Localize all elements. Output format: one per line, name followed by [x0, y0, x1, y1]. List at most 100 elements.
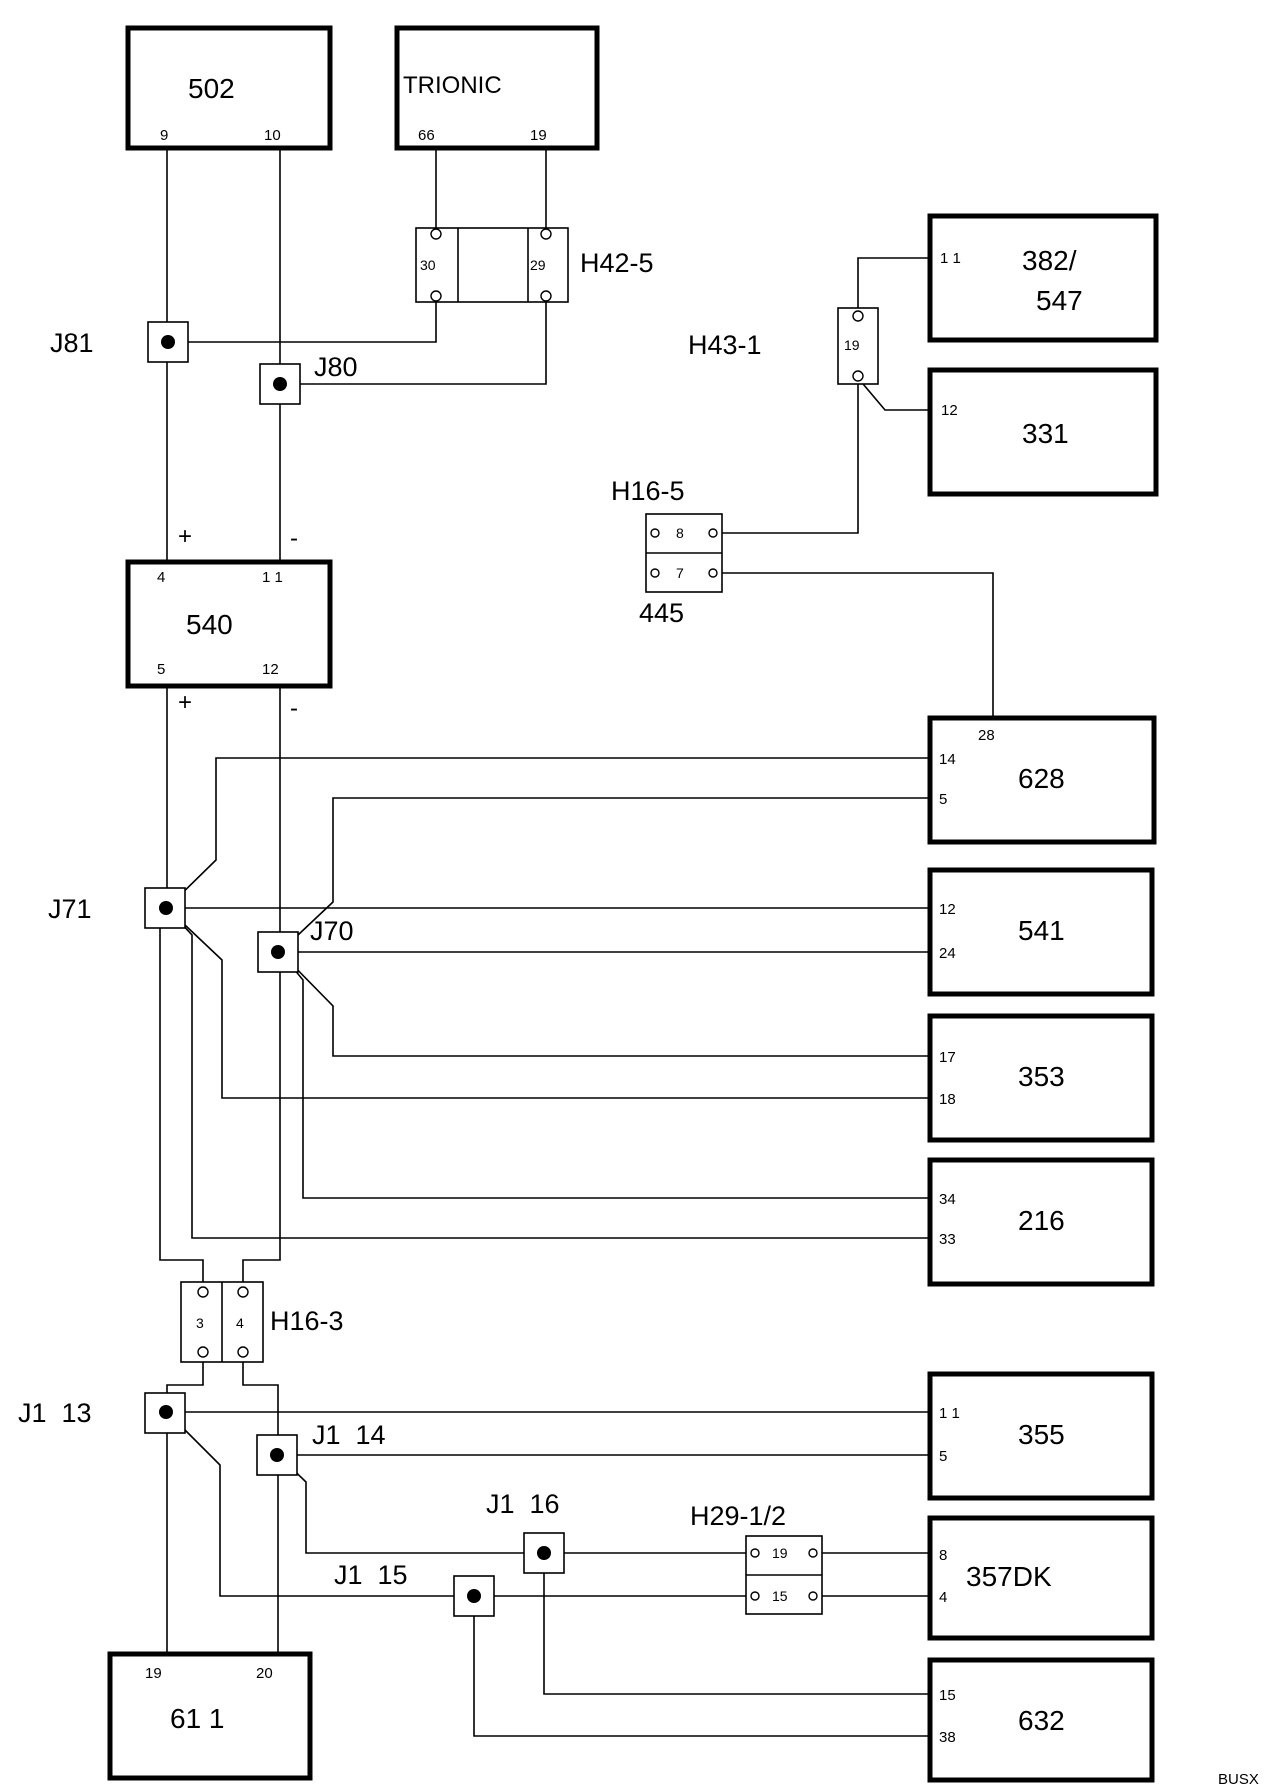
junction-j1-13: J1 13: [18, 1392, 186, 1434]
svg-text:+: +: [178, 523, 192, 550]
svg-text:15: 15: [772, 1588, 788, 1604]
wire-j116-632-15: [543, 1553, 928, 1695]
svg-text:19: 19: [145, 1665, 162, 1682]
svg-text:5: 5: [939, 791, 947, 808]
svg-text:540: 540: [186, 609, 233, 640]
wire-h165-628-28: [716, 572, 994, 718]
svg-text:J70: J70: [310, 916, 354, 946]
svg-text:20: 20: [256, 1665, 273, 1682]
component-628: 628 28 14 5: [927, 715, 1157, 845]
svg-text:632: 632: [1018, 1705, 1065, 1736]
wire-h43-331: [857, 377, 928, 411]
component-357dk: 357DK 8 4: [927, 1515, 1155, 1641]
junction-j81: J81: [50, 321, 189, 363]
svg-text:+: +: [178, 689, 192, 716]
junction-j1-14: J1 14: [256, 1420, 386, 1476]
connector-h29-1-2: 19 15 H29-1/2: [690, 1501, 823, 1615]
svg-text:H29-1/2: H29-1/2: [690, 1501, 786, 1531]
svg-text:38: 38: [939, 1729, 956, 1746]
wire-j71-628-14: [166, 757, 928, 909]
svg-text:19: 19: [530, 127, 547, 144]
svg-text:216: 216: [1018, 1205, 1065, 1236]
svg-text:J1 14: J1 14: [312, 1420, 386, 1450]
svg-text:J1 13: J1 13: [18, 1398, 92, 1428]
svg-text:1 1: 1 1: [940, 250, 961, 267]
connector-h16-5: 8 7 H16-5 445: [611, 476, 723, 628]
svg-text:8: 8: [676, 525, 684, 541]
svg-text:4: 4: [157, 569, 165, 586]
component-502: 502 9 10: [125, 25, 333, 151]
svg-text:28: 28: [978, 727, 995, 744]
svg-text:J71: J71: [48, 894, 92, 924]
svg-text:4: 4: [939, 1589, 947, 1606]
svg-text:J1 15: J1 15: [334, 1560, 408, 1590]
svg-text:12: 12: [941, 402, 958, 419]
svg-text:4: 4: [236, 1315, 244, 1331]
svg-text:H16-3: H16-3: [270, 1306, 344, 1336]
svg-text:628: 628: [1018, 763, 1065, 794]
svg-text:14: 14: [939, 751, 956, 768]
component-382-547: 382/ 547 1 1: [927, 213, 1159, 343]
svg-text:1 1: 1 1: [939, 1405, 960, 1422]
connector-h42-5: 30 29 H42-5: [415, 227, 654, 303]
wire-h42-30-j81: [167, 300, 437, 343]
junction-j80: J80: [259, 352, 358, 405]
svg-text:15: 15: [939, 1687, 956, 1704]
svg-text:355: 355: [1018, 1419, 1065, 1450]
svg-text:H16-5: H16-5: [611, 476, 685, 506]
junction-j1-16: J1 16: [486, 1489, 565, 1574]
svg-text:-: -: [290, 525, 298, 552]
wire-h163-4-j114: [242, 1350, 279, 1455]
junction-j70: J70: [257, 916, 354, 973]
component-540: 540 4 1 1 5 12: [125, 559, 333, 689]
footer-code: BUSX: [1218, 1771, 1259, 1788]
connector-h16-3: 3 4 H16-3: [180, 1281, 344, 1363]
svg-text:J80: J80: [314, 352, 358, 382]
wire-j70-628-5: [279, 797, 928, 953]
junction-j71: J71: [48, 887, 186, 929]
svg-text:445: 445: [639, 598, 684, 628]
component-216: 216 34 33: [927, 1157, 1155, 1287]
component-353: 353 17 18: [927, 1013, 1155, 1143]
svg-text:J81: J81: [50, 328, 94, 358]
svg-text:5: 5: [939, 1448, 947, 1465]
svg-text:541: 541: [1018, 915, 1065, 946]
polarity-signs: + - + -: [178, 523, 298, 722]
svg-text:19: 19: [844, 337, 860, 353]
wire-382-h43: [857, 257, 928, 310]
svg-text:H43-1: H43-1: [688, 330, 762, 360]
svg-text:353: 353: [1018, 1061, 1065, 1092]
svg-text:TRIONIC: TRIONIC: [403, 72, 502, 99]
svg-text:24: 24: [939, 945, 956, 962]
svg-text:9: 9: [160, 127, 168, 144]
wire-j115-632-38: [473, 1596, 928, 1737]
wire-h43-h165: [716, 378, 859, 534]
wires: [159, 150, 994, 1737]
svg-text:7: 7: [676, 565, 684, 581]
component-632: 632 15 38: [927, 1657, 1155, 1783]
svg-text:29: 29: [530, 257, 546, 273]
wire-j113-j115: [166, 1411, 474, 1597]
svg-text:8: 8: [939, 1547, 947, 1564]
component-trionic: TRIONIC 66 19: [394, 25, 600, 151]
svg-text:17: 17: [939, 1049, 956, 1066]
svg-text:547: 547: [1036, 285, 1083, 316]
svg-text:H42-5: H42-5: [580, 248, 654, 278]
wire-h42-29-j80: [280, 300, 547, 385]
svg-text:30: 30: [420, 257, 436, 273]
svg-text:61 1: 61 1: [170, 1703, 225, 1734]
svg-text:12: 12: [939, 901, 956, 918]
component-541: 541 12 24: [927, 867, 1155, 997]
wire-j71-353-18: [166, 907, 928, 1099]
svg-text:5: 5: [157, 661, 165, 678]
svg-text:-: -: [290, 695, 298, 722]
svg-text:3: 3: [196, 1315, 204, 1331]
svg-text:357DK: 357DK: [966, 1561, 1052, 1592]
svg-text:1 1: 1 1: [262, 569, 283, 586]
svg-text:331: 331: [1022, 418, 1069, 449]
wire-j70-353-17: [279, 951, 928, 1057]
svg-text:10: 10: [264, 127, 281, 144]
wire-j70-216-34: [279, 951, 928, 1199]
component-355: 355 1 1 5: [927, 1371, 1155, 1501]
